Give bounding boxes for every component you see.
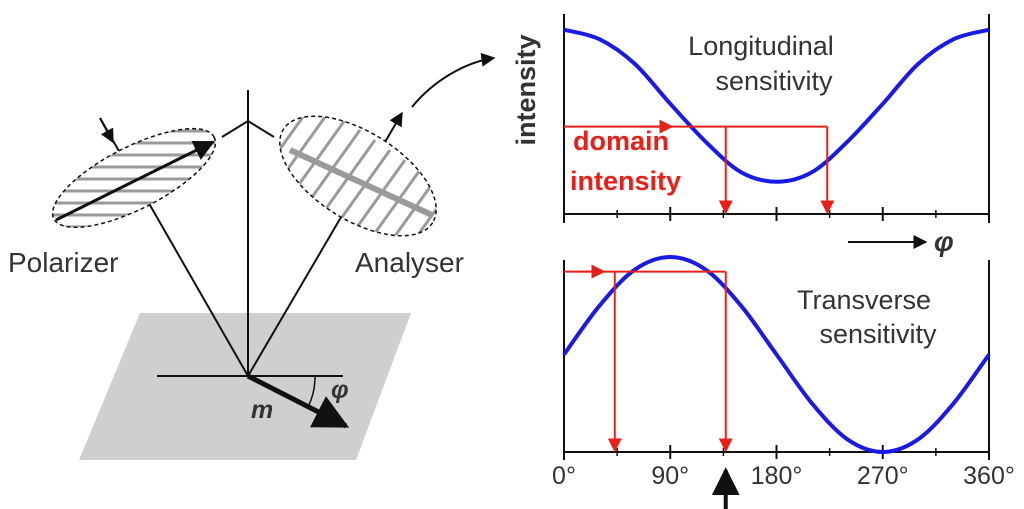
polarizer-axis-arrow (55, 140, 215, 222)
chart-transverse: 0° 90° 180° 270° 360° Transverse sensitivity (552, 254, 1015, 509)
magnetization-label: m (251, 396, 273, 424)
x-tick-label: 360° (963, 462, 1015, 490)
transverse-title-line2: sensitivity (819, 319, 937, 349)
y-axis-label: intensity (511, 34, 541, 145)
x-tick-label: 90° (651, 462, 689, 490)
longitudinal-guides (564, 119, 835, 215)
transverse-title-line1: Transverse (797, 285, 931, 315)
polarizer-label: Polarizer (8, 247, 118, 278)
bottom-x-tick-labels: 0° 90° 180° 270° 360° (552, 462, 1015, 490)
chart-longitudinal: Longitudinal sensitivity domain intensit… (563, 14, 990, 223)
polarizer-disc (40, 127, 229, 229)
transverse-curve (562, 254, 991, 455)
incidence-plane-tick (221, 119, 275, 138)
domain-label-line1: domain (573, 126, 669, 156)
angle-label: φ (331, 376, 349, 404)
x-tick-label: 270° (857, 462, 909, 490)
x-tick-label: 180° (751, 462, 803, 490)
longitudinal-curve (563, 27, 990, 184)
analyser-label: Analyser (355, 247, 464, 278)
domain-label-line2: intensity (570, 166, 681, 196)
magnetization-arrow (246, 373, 350, 429)
angle-arc (307, 375, 316, 408)
incident-beam-arrow (99, 117, 114, 144)
longitudinal-title-line1: Longitudinal (688, 31, 834, 61)
link-arrow (411, 52, 496, 108)
sample-plane (79, 313, 411, 460)
phi-axis-label: φ (934, 226, 954, 257)
transverse-guides (564, 264, 733, 453)
x-tick-label: 0° (552, 462, 576, 490)
longitudinal-title-line2: sensitivity (715, 66, 833, 96)
